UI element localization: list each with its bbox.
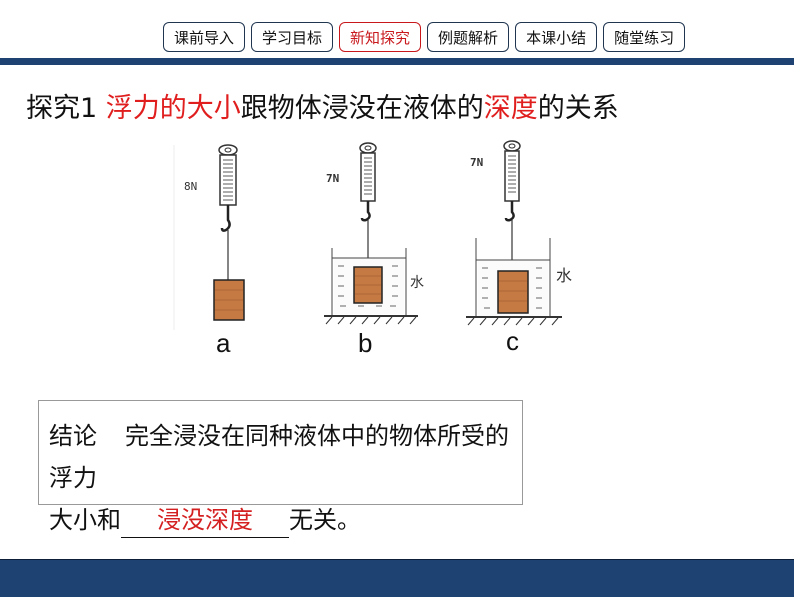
- nav-button-practice[interactable]: 随堂练习: [603, 22, 686, 52]
- conclusion-answer-blank: 浸没深度: [121, 503, 289, 538]
- figure-label-b: b: [358, 328, 373, 358]
- figure-label-a: a: [216, 328, 231, 358]
- nav-button-intro[interactable]: 课前导入: [163, 22, 246, 52]
- title-highlight-buoyancy: 浮力的大小: [105, 93, 241, 124]
- figure-a: 8N a: [170, 140, 280, 360]
- page-title: 探究1 浮力的大小跟物体浸没在液体的深度的关系: [26, 86, 619, 125]
- spring-scale-diagram-c: [466, 140, 562, 326]
- conclusion-text-2-prefix: 大小和: [49, 506, 121, 534]
- figure-c: 7N 水 c: [460, 140, 590, 360]
- conclusion-text-2-suffix: 无关。: [289, 506, 361, 534]
- figure-label-c: c: [506, 326, 519, 356]
- conclusion-text-1: 完全浸没在同种液体中的物体所受的浮力: [49, 422, 509, 492]
- footer-bar: [0, 559, 794, 597]
- scale-reading-a: 8N: [184, 180, 198, 193]
- header-divider-bar: [0, 58, 794, 65]
- nav-button-examples[interactable]: 例题解析: [427, 22, 510, 52]
- conclusion-lead: 结论: [49, 422, 97, 450]
- spring-scale-diagram-a: [173, 144, 245, 330]
- title-prefix: 探究1: [26, 93, 106, 124]
- figure-b: 7N 水 b: [318, 140, 438, 360]
- liquid-label-c: 水: [556, 266, 573, 285]
- conclusion-line-2: 大小和浸没深度无关。: [49, 499, 512, 541]
- nav-button-explore[interactable]: 新知探究: [339, 22, 422, 52]
- conclusion-line-1: 结论完全浸没在同种液体中的物体所受的浮力: [49, 415, 512, 499]
- section-nav: 课前导入 学习目标 新知探究 例题解析 本课小结 随堂练习: [163, 22, 686, 52]
- title-middle: 跟物体浸没在液体的: [240, 93, 484, 124]
- scale-reading-b: 7N: [326, 172, 340, 185]
- scale-reading-c: 7N: [470, 156, 484, 169]
- nav-button-goals[interactable]: 学习目标: [251, 22, 334, 52]
- title-suffix: 的关系: [537, 93, 619, 124]
- conclusion-box: 结论完全浸没在同种液体中的物体所受的浮力 大小和浸没深度无关。: [38, 400, 523, 538]
- spring-scale-diagram-b: [324, 142, 418, 325]
- liquid-label-b: 水: [410, 275, 424, 291]
- title-highlight-depth: 深度: [483, 93, 538, 124]
- nav-button-summary[interactable]: 本课小结: [515, 22, 598, 52]
